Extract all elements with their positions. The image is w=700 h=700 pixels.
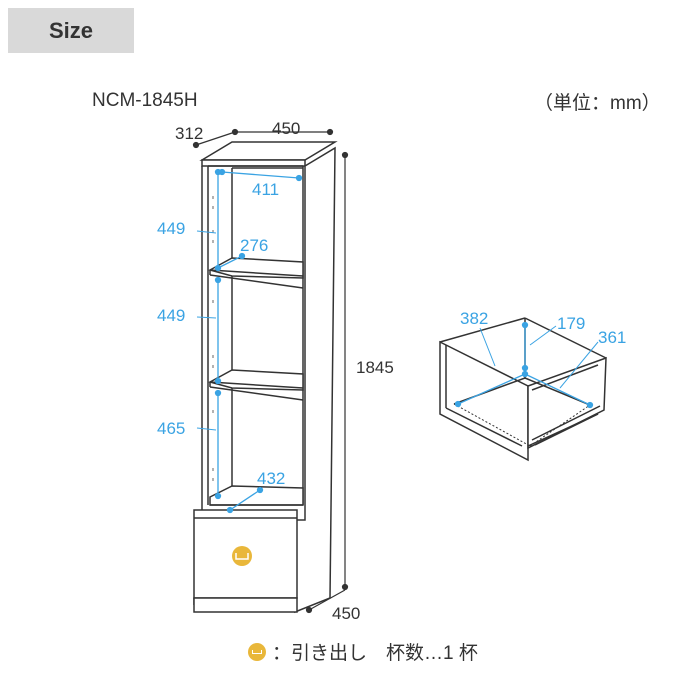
size-tab: Size	[8, 8, 134, 53]
depth-top-label: 312	[175, 124, 203, 143]
section-height-2: 449	[157, 306, 185, 325]
drawer-hidden-lines	[453, 403, 591, 447]
width-top-label: 450	[272, 119, 300, 138]
legend-text: ：引き出し 杯数…1 杯	[272, 643, 478, 664]
drawer-handle-icon	[232, 546, 252, 566]
shelf-board-1	[208, 257, 304, 279]
drawer-height-label: 179	[557, 314, 585, 333]
shelf-board-bottom	[209, 485, 304, 506]
base-depth-label: 450	[332, 604, 360, 623]
size-tab-label: Size	[48, 17, 94, 43]
shelf-drawer-front	[193, 509, 298, 599]
drawer-side-panel	[527, 356, 607, 450]
drawer-width-label: 382	[460, 309, 488, 328]
shelf-leader-lines	[196, 230, 217, 431]
inner-width-label: 411	[252, 180, 279, 199]
drawer-leader-lines	[479, 325, 599, 389]
section-height-1: 449	[157, 219, 185, 238]
shelf-top-board	[199, 141, 338, 161]
height-label: 1845	[356, 358, 394, 377]
shelf-inner-dimensions	[214, 168, 303, 514]
unit-label: （単位：mm）	[534, 93, 661, 114]
model-number: NCM-1845H	[92, 90, 198, 111]
shelf-board-2	[208, 369, 304, 391]
drawer-handle-icon	[248, 642, 266, 661]
drawer-box	[439, 317, 607, 462]
bottom-inner-label: 432	[257, 469, 285, 488]
legend: ：引き出し 杯数…1 杯	[248, 638, 478, 665]
drawer-depth-label: 361	[598, 328, 626, 347]
shelf-depth-label: 276	[240, 236, 268, 255]
shelf-unit	[193, 141, 338, 614]
section-height-3: 465	[157, 419, 185, 438]
drawer-inner-dimensions	[454, 321, 594, 409]
shelf-outer-dimensions	[192, 128, 349, 614]
drawer-front-panel	[439, 340, 529, 462]
